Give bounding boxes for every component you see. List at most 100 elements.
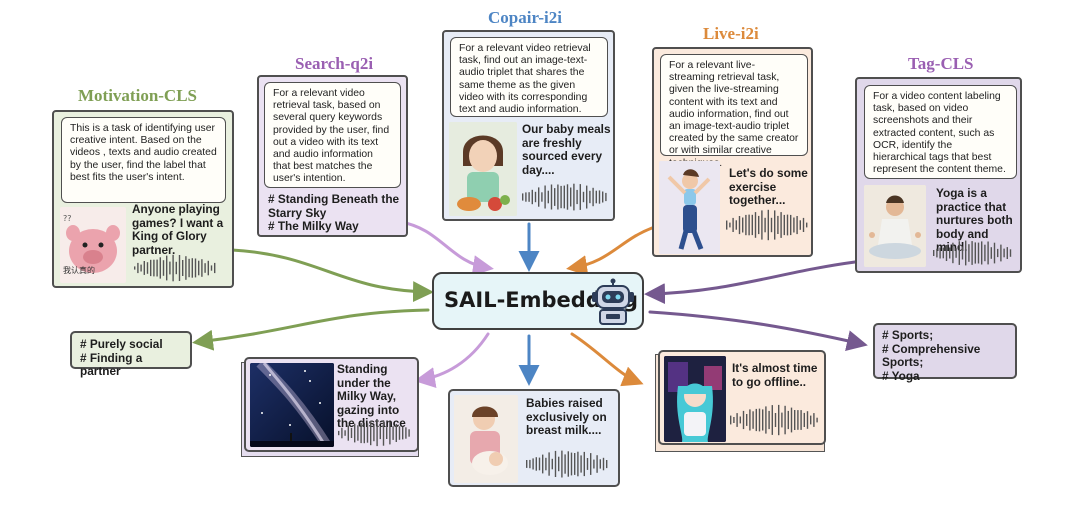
waveform-bar [771, 405, 773, 435]
waveform-bar [386, 427, 388, 439]
waveform-bar [774, 210, 776, 240]
waveform-bar [797, 410, 799, 430]
waveform-bar [958, 241, 960, 265]
anime-streamer-image [664, 356, 726, 442]
audio-waveform-icon [522, 183, 607, 211]
waveform-bar [997, 248, 999, 258]
waveform-bar [945, 245, 948, 261]
waveform-bar [1003, 248, 1005, 258]
waveform-bar [787, 410, 789, 430]
motivation-cls-content: Anyone playing games? I want a King of G… [132, 202, 224, 257]
waveform-bar [739, 416, 741, 424]
waveform-bar [547, 190, 549, 204]
waveform-bar [745, 214, 747, 236]
waveform-bar [968, 244, 970, 262]
waveform-bar [389, 421, 391, 445]
waveform-bar [207, 260, 209, 276]
waveform-bar [534, 191, 537, 203]
waveform-bar [784, 405, 786, 435]
waveform-bar [790, 214, 792, 236]
waveform-bar [214, 262, 216, 274]
waveform-bar [755, 408, 757, 432]
waveform-bar [774, 413, 777, 427]
waveform-bar [528, 192, 530, 202]
waveform-bar [178, 255, 181, 281]
waveform-bar [191, 258, 193, 278]
copair-i2i-content: Our baby meals are freshly sourced every… [522, 122, 611, 177]
waveform-bar [360, 423, 362, 444]
waveform-bar [560, 185, 562, 209]
waveform-bar [531, 189, 533, 205]
waveform-bar [341, 427, 343, 439]
tag-cls-prompt: For a video content labeling task, based… [864, 85, 1017, 179]
waveform-bar [806, 222, 808, 228]
motivation-cls-title: Motivation-CLS [78, 86, 197, 105]
waveform-bar [813, 413, 815, 427]
waveform-bar [802, 217, 805, 232]
waveform-bar [605, 192, 607, 202]
waveform-bar [175, 261, 177, 275]
waveform-bar [525, 192, 527, 202]
waveform-bar [532, 458, 534, 470]
waveform-bar [746, 414, 748, 426]
waveform-bar [577, 451, 579, 477]
waveform-bar [538, 457, 541, 471]
waveform-bar [768, 410, 770, 430]
waveform-bar [742, 410, 745, 430]
waveform-bar [153, 259, 155, 277]
waveform-bar [357, 425, 359, 441]
waveform-bar [598, 190, 601, 204]
robot-icon [592, 278, 634, 325]
search-q2i-prompt: For a relevant video retrieval task, bas… [264, 82, 401, 188]
waveform-bar [550, 184, 553, 210]
waveform-bar [738, 216, 741, 235]
waveform-bar [803, 412, 805, 427]
waveform-bar [382, 420, 385, 446]
waveform-bar [210, 265, 213, 271]
waveform-bar [971, 241, 973, 265]
waveform-bar [987, 241, 989, 265]
waveform-bar [159, 257, 161, 279]
waveform-bar [370, 420, 372, 446]
waveform-bar [583, 451, 585, 477]
waveform-bar [786, 214, 789, 236]
waveform-bar [764, 217, 766, 233]
search-q2i-query-1: # Standing Beneath the Starry Sky [268, 192, 400, 220]
waveform-bar [730, 415, 732, 425]
waveform-bar [188, 258, 190, 278]
waveform-bar [810, 415, 812, 425]
waveform-bar [765, 406, 767, 434]
tag-cls-title: Tag-CLS [908, 54, 974, 73]
waveform-bar [366, 423, 369, 443]
waveform-bar [137, 262, 139, 274]
output-tag-3: # Yoga [882, 368, 920, 383]
waveform-bar [796, 216, 798, 235]
chef-cooking-image [449, 122, 517, 216]
yoga-man-image [864, 185, 926, 267]
arrow-motivation-out [192, 308, 430, 351]
waveform-bar [974, 242, 976, 264]
arrow-tag-in [644, 260, 857, 305]
waveform-bar [582, 191, 585, 203]
waveform-bar [557, 184, 559, 210]
waveform-bar [376, 420, 378, 447]
arrow-live-out [570, 332, 644, 387]
waveform-bar [602, 191, 604, 203]
audio-waveform-icon [726, 209, 808, 241]
search-q2i-output: Standing under the Milky Way, gazing int… [244, 357, 419, 452]
waveform-bar [338, 430, 340, 436]
waveform-bar [172, 254, 174, 282]
svg-text:??: ?? [63, 214, 72, 223]
waveform-bar [754, 212, 757, 238]
waveform-bar [816, 417, 818, 423]
copair-i2i-card: For a relevant video retrieval task, fin… [442, 30, 615, 221]
waveform-bar [570, 452, 573, 476]
waveform-bar [204, 263, 206, 273]
waveform-bar [535, 457, 537, 471]
waveform-bar [800, 410, 802, 430]
waveform-bar [990, 247, 992, 259]
waveform-bar [576, 189, 578, 205]
waveform-bar [134, 266, 136, 270]
waveform-bar [751, 214, 753, 236]
